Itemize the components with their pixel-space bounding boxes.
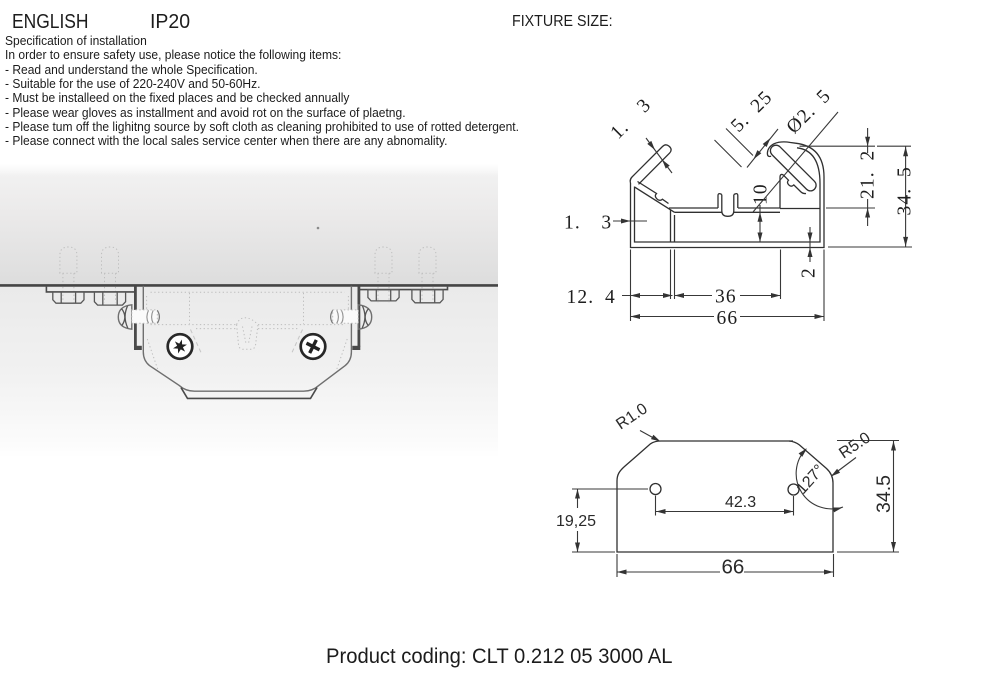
svg-text:127°: 127° [793, 462, 828, 498]
svg-text:R1.0: R1.0 [613, 400, 651, 433]
svg-text:2: 2 [799, 267, 820, 278]
svg-text:19,25: 19,25 [556, 513, 596, 530]
svg-text:Ø2. 5: Ø2. 5 [783, 85, 836, 138]
svg-text:66: 66 [722, 556, 745, 579]
svg-text:R5.0: R5.0 [836, 429, 874, 462]
svg-text:34.5: 34.5 [873, 475, 895, 513]
svg-text:36: 36 [715, 287, 737, 308]
svg-text:42.3: 42.3 [725, 494, 756, 511]
svg-text:21. 2: 21. 2 [858, 150, 879, 199]
svg-text:66: 66 [717, 308, 739, 329]
svg-text:10: 10 [751, 183, 772, 205]
svg-text:34. 5: 34. 5 [895, 166, 916, 215]
svg-text:12. 4: 12. 4 [567, 287, 616, 308]
svg-text:5. 25: 5. 25 [727, 87, 777, 137]
svg-text:1. 3: 1. 3 [564, 213, 612, 234]
svg-text:1. 3: 1. 3 [607, 95, 656, 144]
